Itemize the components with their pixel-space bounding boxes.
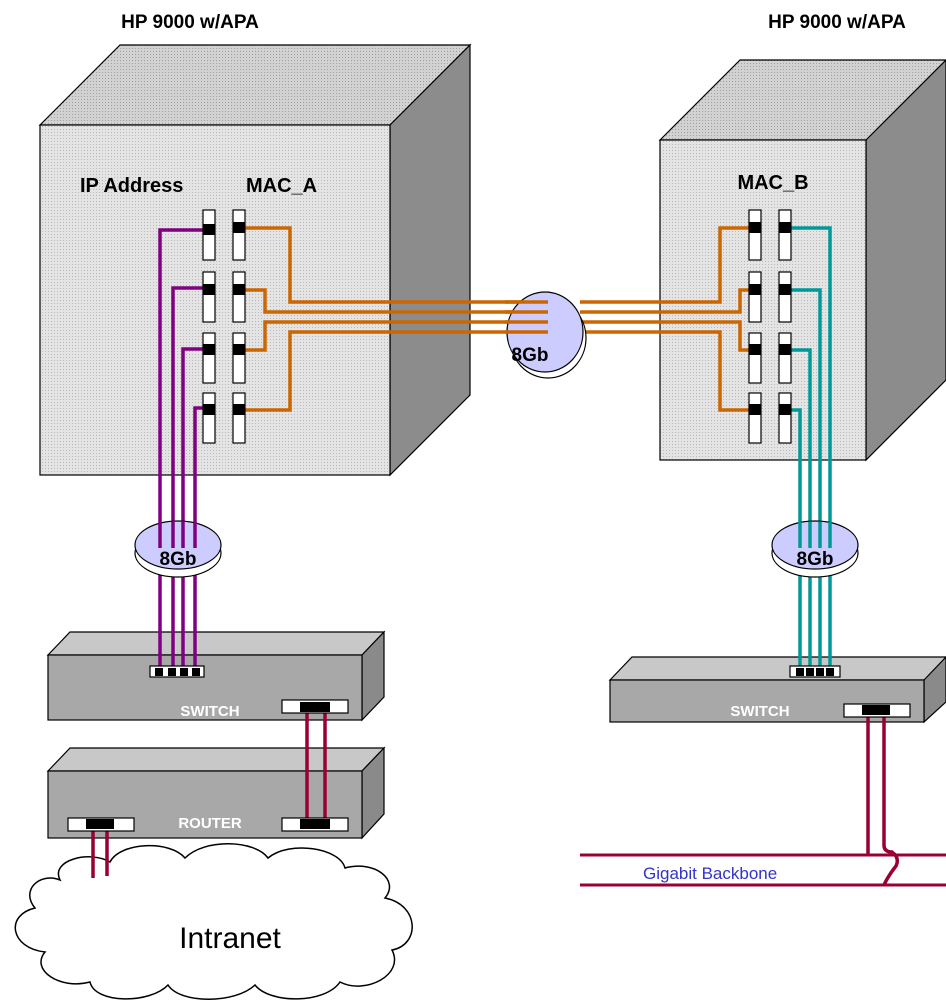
left-mac-plug-3 [233,344,245,355]
right-server-mac-label: MAC_B [737,172,808,194]
left-ip-port-2 [202,271,216,323]
teal-link-4 [788,408,802,672]
right-mac-plug-4 [749,404,761,415]
right-mac-port-4 [748,392,762,444]
right-switch-port-pin-1 [796,668,804,676]
router-switch-plug [300,819,330,829]
intranet-cloud: Intranet [14,843,413,1000]
right-switch-label: SWITCH [730,703,789,720]
left-switch-top [46,631,386,656]
orange-links-over-disk [505,300,548,334]
right-switch-port-pin-2 [806,668,814,676]
left-aggregate-label: 8Gb [160,549,197,570]
orange-link-4 [243,330,548,412]
left-disk [134,520,222,570]
device-ports [67,665,911,832]
right-switch-port-pin-4 [826,668,834,676]
left-switch-port-pin-1 [155,668,163,676]
left-server-ip-label: IP Address [80,175,183,197]
left-server-mac-label: MAC_A [246,175,317,197]
left-aggregate: 8Gb [134,520,222,578]
right-mac-plug-2 [749,284,761,295]
left-server-port-plugs [203,222,245,415]
orange-link-8 [580,330,752,412]
right-ip-plug-2 [779,284,791,295]
left-switch-uplink-port [149,665,205,678]
left-switch-router-plug [300,702,330,712]
orange-links [243,226,752,412]
right-server-title: HP 9000 w/APA [768,12,906,33]
right-disk [771,520,859,570]
purple-link-4 [193,406,206,672]
right-mac-plug-1 [749,222,761,233]
router: ROUTER [46,746,386,840]
left-mac-plug-2 [233,284,245,295]
right-switch-top [608,656,946,681]
orange-link-6 [580,288,752,314]
left-ip-port-3 [202,332,216,384]
right-switch-port-pin-3 [816,668,824,676]
teal-links-over-disk [798,522,832,548]
left-server: HP 9000 w/APA IP Address MAC_A [38,12,472,477]
left-mac-port-3 [232,332,246,384]
router-label: ROUTER [178,815,242,832]
router-cloud-plug [86,819,114,829]
right-switch-backbone-plug [862,705,890,715]
left-ip-plug-2 [203,284,215,295]
right-mac-port-2 [748,271,762,323]
purple-links-over-disk [158,522,197,548]
right-ip-plug-1 [779,222,791,233]
right-mac-plug-3 [749,344,761,355]
left-switch-label: SWITCH [180,703,239,720]
left-ip-plug-4 [203,404,215,415]
center-aggregate-label: 8Gb [512,345,549,366]
right-ip-plug-3 [779,344,791,355]
intranet-label: Intranet [179,922,281,955]
left-mac-port-1 [232,209,246,261]
right-server: HP 9000 w/APA MAC_B [658,12,946,462]
left-mac-plug-1 [233,222,245,233]
left-switch-port-pin-2 [168,668,176,676]
left-ip-plug-3 [203,344,215,355]
left-mac-plug-4 [233,404,245,415]
left-mac-port-4 [232,392,246,444]
cloud-shape [14,843,413,1000]
orange-link-3 [243,320,548,352]
right-ip-port-1 [778,209,792,261]
right-aggregate: 8Gb [771,520,859,578]
right-ip-port-2 [778,271,792,323]
right-mac-port-1 [748,209,762,261]
orange-link-7 [580,320,752,352]
right-mac-port-3 [748,332,762,384]
left-ip-port-4 [202,392,216,444]
router-top [46,747,386,772]
right-server-port-plugs [749,222,791,415]
backbone-label: Gigabit Backbone [643,864,777,883]
left-switch-port-pin-3 [180,668,188,676]
left-ip-plug-1 [203,224,215,235]
orange-link-2 [243,288,548,314]
right-ip-plug-4 [779,404,791,415]
center-aggregate: 8Gb [506,291,587,379]
right-switch: SWITCH [608,656,946,724]
orange-link-5 [580,226,752,304]
left-switch-port-pin-4 [192,668,200,676]
right-ip-port-4 [778,392,792,444]
red-link-switch-backbone-2 [882,710,900,886]
left-server-title: HP 9000 w/APA [121,12,259,33]
orange-link-1 [243,226,548,304]
right-switch-uplink-port [789,665,841,678]
right-ip-port-3 [778,332,792,384]
right-aggregate-label: 8Gb [797,549,834,570]
left-mac-port-2 [232,271,246,323]
